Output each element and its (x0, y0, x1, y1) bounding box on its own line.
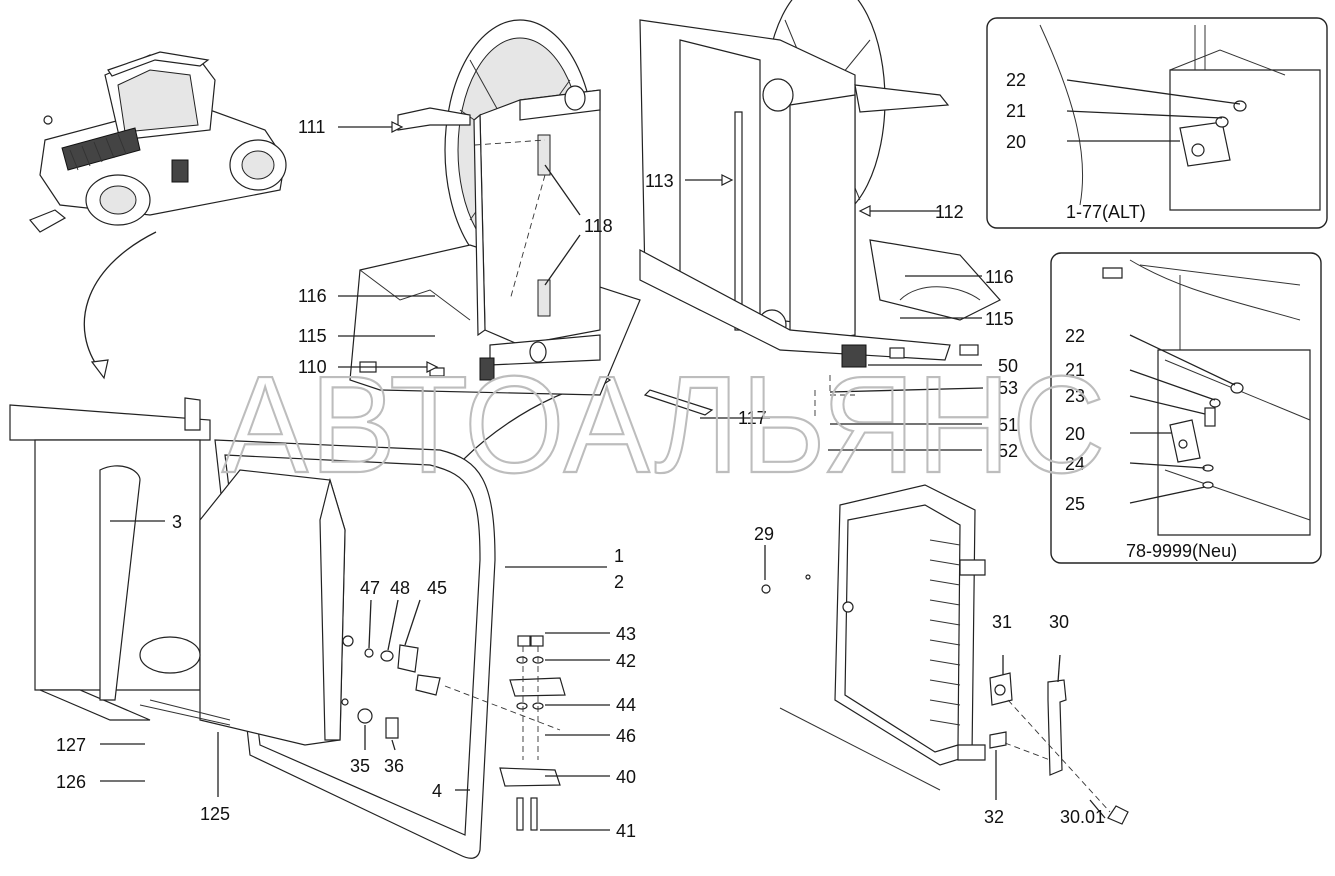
inset-bottom-callout-22: 22 (1065, 326, 1085, 346)
callout-118: 118 (584, 216, 613, 236)
callout-117: 117 (738, 408, 767, 428)
callout-35: 35 (350, 756, 370, 776)
inset-bottom-callout-23: 23 (1065, 386, 1085, 406)
inset-top-callout-20: 20 (1006, 132, 1026, 152)
latch-parts (357, 635, 566, 831)
grille-assembly (761, 484, 1129, 825)
watermark-text: АВТОАЛЬЯНС (222, 348, 1107, 502)
callout-2: 2 (614, 572, 624, 592)
callout-3: 3 (172, 512, 182, 532)
callout-126: 126 (56, 772, 86, 792)
inset-bottom-caption: 78-9999(Neu) (1126, 541, 1237, 561)
inset-bottom-callout-24: 24 (1065, 454, 1085, 474)
callout-40: 40 (616, 767, 636, 787)
callout-115-right: 115 (985, 309, 1014, 329)
callout-46: 46 (616, 726, 636, 746)
callout-111: 111 (298, 117, 325, 137)
inset-bottom-callout-21: 21 (1065, 360, 1085, 380)
callout-116-left: 116 (298, 286, 327, 306)
callout-110: 110 (298, 357, 327, 377)
callout-48: 48 (390, 578, 410, 598)
callout-115-left: 115 (298, 326, 327, 346)
radiator-left-view (349, 19, 641, 396)
callout-52: 52 (998, 441, 1018, 461)
inset-top-callout-22: 22 (1006, 70, 1026, 90)
roller-machine-illustration (29, 51, 287, 233)
inset-top-caption: 1-77(ALT) (1066, 202, 1146, 222)
callout-50: 50 (998, 356, 1018, 376)
inset-bottom-callout-25: 25 (1065, 494, 1085, 514)
callout-41: 41 (616, 821, 636, 841)
callout-32: 32 (984, 807, 1004, 827)
callout-4: 4 (432, 781, 442, 801)
callout-30-01: 30.01 (1060, 807, 1105, 827)
callout-113: 113 (645, 171, 674, 191)
callout-labels: 111 113 118 112 116 115 110 116 115 50 5… (56, 70, 1237, 841)
callout-53: 53 (998, 378, 1018, 398)
callout-1: 1 (614, 546, 624, 566)
callout-112: 112 (935, 202, 964, 222)
callout-43: 43 (616, 624, 636, 644)
callout-42: 42 (616, 651, 636, 671)
callout-51: 51 (998, 415, 1018, 435)
callout-31: 31 (992, 612, 1012, 632)
callout-36: 36 (384, 756, 404, 776)
callout-30: 30 (1049, 612, 1069, 632)
callout-47: 47 (360, 578, 380, 598)
inset-bottom-callout-20: 20 (1065, 424, 1085, 444)
curved-arrow-left (83, 231, 157, 371)
callout-29: 29 (754, 524, 774, 544)
callout-125: 125 (200, 804, 230, 824)
callout-116-right: 116 (985, 267, 1014, 287)
inset-top-callout-21: 21 (1006, 101, 1026, 121)
callout-44: 44 (616, 695, 636, 715)
leader-lines (100, 79, 1241, 831)
callout-127: 127 (56, 735, 86, 755)
inset-top (986, 17, 1328, 229)
callout-45: 45 (427, 578, 447, 598)
door-assembly (9, 397, 496, 859)
radiator-right-view (639, 0, 1001, 420)
